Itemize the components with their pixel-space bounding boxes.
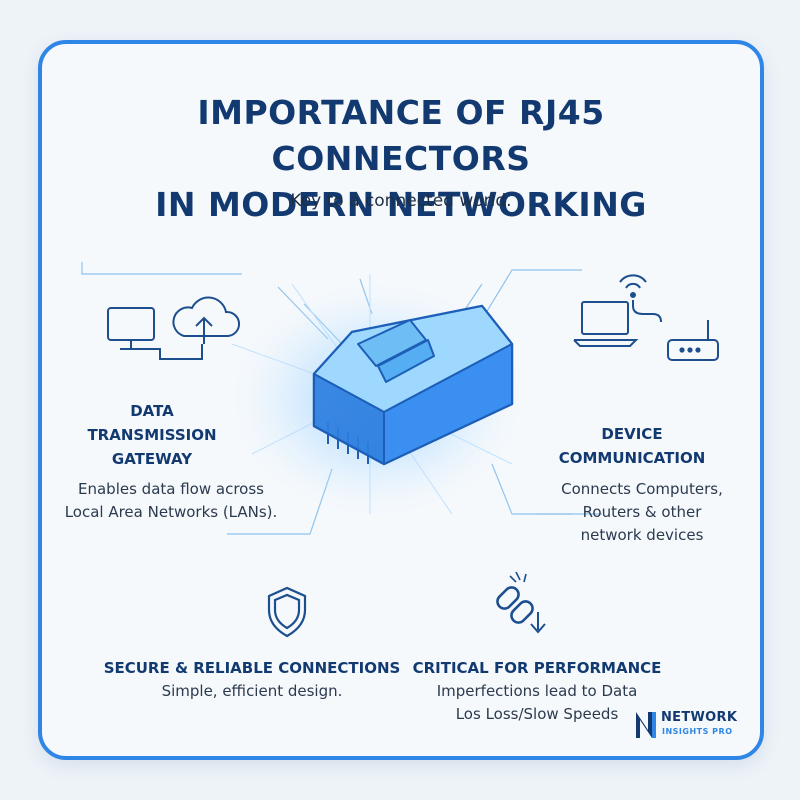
down-arrow-icon [530, 612, 546, 634]
title-line-2: IN MODERN NETWORKING [155, 185, 647, 224]
page-title: IMPORTANCE OF RJ45 CONNECTORS IN MODERN … [62, 90, 740, 228]
data-gateway-heading: DATA TRANSMISSION GATEWAY [87, 402, 217, 468]
secure-heading: SECURE & RELIABLE CONNECTIONS [103, 659, 401, 677]
router-icon [667, 320, 719, 361]
logo-name: NETWORK [661, 710, 738, 725]
infographic-card: IMPORTANCE OF RJ45 CONNECTORS IN MODERN … [38, 40, 764, 760]
performance-text: Imperfections lead to Data Los Loss/Slow… [436, 682, 638, 723]
broken-link-icon [496, 571, 534, 624]
logo-mark-icon [636, 712, 656, 738]
device-communication-heading: DEVICE COMMUNICATION [558, 425, 706, 467]
secure-text: Simple, efficient design. [161, 682, 343, 700]
performance-heading: CRITICAL FOR PERFORMANCE [412, 659, 662, 677]
shield-icon [267, 586, 307, 638]
wifi-icon [619, 274, 647, 298]
data-gateway-text: Enables data flow across Local Area Netw… [64, 480, 278, 521]
cloud-upload-icon [142, 296, 240, 360]
logo-subtitle: INSIGHTS PRO [662, 727, 733, 736]
rj45-connector-icon [312, 304, 514, 466]
device-communication-text: Connects Computers, Routers & other netw… [561, 480, 723, 544]
brand-logo: NETWORK INSIGHTS PRO [634, 706, 754, 746]
laptop-icon [573, 300, 662, 347]
subtitle: Key to a connected world. [290, 191, 512, 211]
title-line-1: IMPORTANCE OF RJ45 CONNECTORS [197, 93, 605, 178]
monitor-icon [107, 307, 155, 350]
